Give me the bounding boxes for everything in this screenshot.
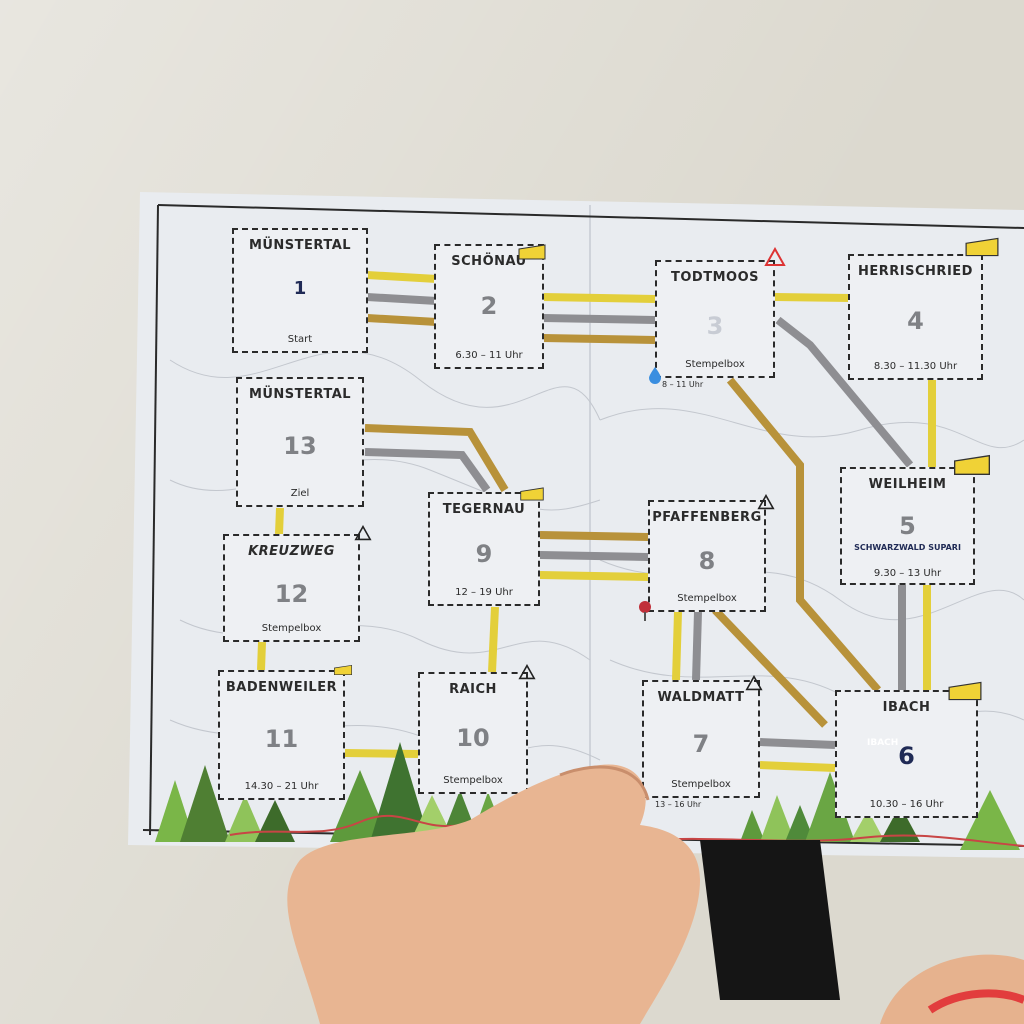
station-footer: 14.30 – 21 Uhr	[244, 781, 319, 792]
station-footer: 8.30 – 11.30 Uhr	[873, 361, 958, 372]
station-card-3: TODTMOOS 3 Stempelbox	[655, 260, 775, 378]
todtmoos-side-time: 8 – 11 Uhr	[662, 380, 704, 389]
station-number: 13	[283, 431, 317, 460]
station-footer: 10.30 – 16 Uhr	[869, 799, 944, 810]
cheese-icon	[334, 664, 352, 675]
station-card-1: MÜNSTERTAL 1 Start	[232, 228, 368, 353]
station-name: RAICH	[449, 682, 497, 697]
station-footer: Start	[287, 334, 313, 345]
station-footer: 12 – 19 Uhr	[455, 587, 513, 598]
station-name: TODTMOOS	[671, 270, 759, 285]
station-card-12: KREUZWEG 12 Stempelbox	[223, 534, 360, 642]
station-name: PFAFFENBERG	[652, 510, 762, 525]
station-card-4: HERRISCHRIED 4 8.30 – 11.30 Uhr	[848, 254, 983, 380]
triangle-icon	[354, 525, 372, 541]
station-card-2: SCHÖNAU 2 6.30 – 11 Uhr	[434, 244, 544, 369]
station-number: 6	[898, 741, 915, 770]
station-name: TEGERNAU	[442, 502, 526, 517]
cheese-icon	[520, 487, 544, 501]
stamp-text-supari: SCHWARZWALD SUPARI	[854, 543, 961, 552]
paper-sheet	[128, 192, 1024, 858]
map-border-left	[149, 204, 159, 836]
station-number: 3	[706, 312, 724, 341]
station-card-13: MÜNSTERTAL 13 Ziel	[236, 377, 364, 507]
station-footer: Stempelbox	[443, 775, 503, 786]
red-triangle-icon	[764, 247, 786, 266]
station-name: WEILHEIM	[868, 477, 947, 492]
map-border-top	[157, 204, 1024, 229]
map-pin-icon	[639, 601, 651, 621]
cheese-icon	[518, 244, 546, 260]
station-card-11: BADENWEILER 11 14.30 – 21 Uhr	[218, 670, 345, 800]
station-number: 7	[692, 729, 710, 758]
station-name: BADENWEILER	[225, 680, 338, 695]
station-number: 11	[264, 724, 299, 753]
route-lines	[257, 271, 936, 772]
station-number: 9	[475, 540, 493, 569]
cheese-icon	[954, 454, 990, 475]
station-footer: Stempelbox	[685, 359, 745, 370]
station-card-7: WALDMATT 7 Stempelbox	[642, 680, 760, 798]
stamp-text-ibach: IBACH	[867, 738, 899, 748]
elevation-profile-line	[229, 814, 1024, 847]
station-name: MÜNSTERTAL	[248, 387, 352, 402]
station-name: WALDMATT	[657, 690, 745, 705]
triangle-icon	[745, 675, 763, 691]
station-card-5: WEILHEIM 5 SCHWARZWALD SUPARI 9.30 – 13 …	[840, 467, 975, 585]
cheese-icon	[965, 237, 999, 257]
station-name: IBACH	[882, 700, 931, 715]
station-name: SCHÖNAU	[451, 254, 527, 269]
waldmatt-side-time: 13 – 16 Uhr	[655, 800, 702, 809]
triangle-icon	[757, 494, 775, 510]
triangle-icon	[518, 664, 536, 680]
cheese-icon	[948, 681, 982, 701]
station-card-9: TEGERNAU 9 12 – 19 Uhr	[428, 492, 540, 606]
station-number: 8	[698, 547, 716, 576]
station-number: 5	[899, 512, 916, 541]
station-footer: Stempelbox	[671, 779, 731, 790]
station-name: KREUZWEG	[248, 544, 335, 559]
station-number: 1	[293, 278, 307, 300]
forest-trees	[155, 742, 1020, 850]
station-name: HERRISCHRIED	[858, 264, 973, 279]
water-drop-icon	[649, 367, 661, 384]
station-name: MÜNSTERTAL	[248, 238, 352, 253]
station-footer: Ziel	[290, 488, 310, 499]
station-card-6: IBACH 6 IBACH 10.30 – 16 Uhr	[835, 690, 978, 818]
station-number: 2	[480, 291, 498, 320]
station-card-8: PFAFFENBERG 8 Stempelbox	[648, 500, 766, 612]
station-footer: Stempelbox	[677, 593, 737, 604]
station-footer: 9.30 – 13 Uhr	[873, 568, 942, 579]
station-number: 10	[456, 723, 490, 752]
station-number: 4	[907, 307, 924, 336]
station-card-10: RAICH 10 Stempelbox	[418, 672, 528, 794]
station-footer: 6.30 – 11 Uhr	[455, 350, 523, 361]
station-footer: Stempelbox	[261, 623, 322, 634]
station-number: 12	[274, 579, 309, 608]
